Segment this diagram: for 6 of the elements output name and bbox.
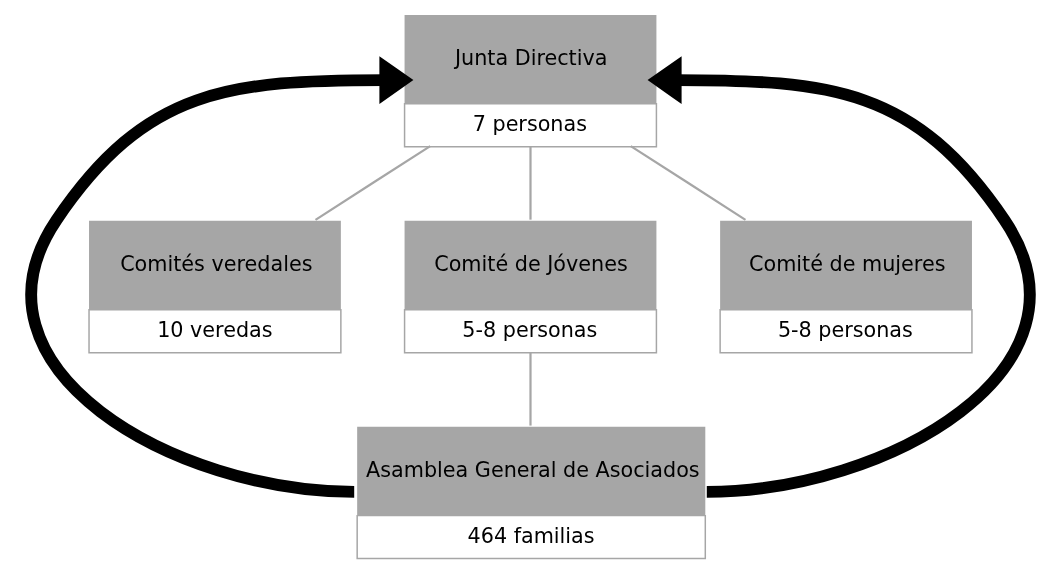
connector (529, 352, 532, 426)
connector (529, 146, 532, 220)
connector (630, 145, 747, 221)
arrow (647, 56, 1036, 498)
arrow (25, 56, 414, 498)
connector (314, 145, 431, 221)
